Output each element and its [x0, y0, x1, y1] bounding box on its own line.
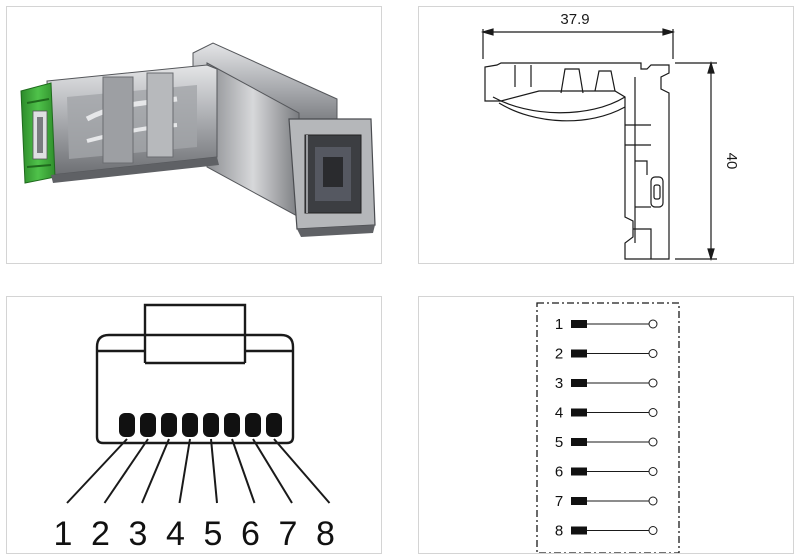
wiring-terminal-block [571, 379, 587, 387]
connector-photo [20, 42, 376, 237]
wiring-terminal-block [571, 349, 587, 358]
wiring-contact-point [648, 408, 658, 417]
plug-pin-number-2: 2 [91, 515, 110, 553]
width-dimension-label: 37.9 [560, 11, 589, 28]
wiring-diagram: 1 2 3 4 5 6 7 8 [536, 302, 680, 553]
plug-leader-1 [66, 438, 128, 504]
wiring-pin-number-1: 1 [555, 316, 563, 333]
wiring-terminal-block [571, 497, 587, 505]
wiring-row-3: 3 [555, 375, 658, 392]
plug-contact-2 [140, 413, 156, 437]
wiring-contact-point [648, 526, 658, 535]
plug-pin-number-7: 7 [279, 515, 298, 553]
plug-leader-7 [252, 438, 293, 504]
wiring-pin-number-3: 3 [555, 375, 563, 392]
plug-body-outline [95, 333, 295, 445]
wiring-row-1: 1 [555, 316, 658, 333]
wiring-pin-number-5: 5 [555, 434, 563, 451]
plug-contact-5 [203, 413, 219, 437]
wiring-row-8: 8 [555, 523, 658, 540]
plug-leader-5 [210, 438, 218, 504]
plug-leader-8 [273, 438, 331, 504]
plug-pin-number-4: 4 [166, 515, 185, 553]
plug-contact-1 [119, 413, 135, 437]
wiring-terminal-block [571, 408, 587, 417]
wiring-terminal-block [571, 526, 587, 535]
plug-latch-tab [143, 303, 247, 335]
wiring-terminal-block [571, 438, 587, 446]
wiring-pin-number-2: 2 [555, 346, 563, 363]
plug-pin-number-5: 5 [204, 515, 223, 553]
wiring-contact-point [648, 496, 658, 506]
wiring-pin-number-8: 8 [555, 523, 563, 540]
plug-leader-6 [231, 438, 256, 504]
product-photo-panel [6, 6, 382, 264]
wiring-row-2: 2 [555, 346, 658, 363]
plug-contact-4 [182, 413, 198, 437]
wiring-diagram-panel: 1 2 3 4 5 6 7 8 [418, 296, 794, 554]
wiring-row-7: 7 [555, 493, 658, 510]
plug-pin-number-3: 3 [129, 515, 148, 553]
wiring-row-4: 4 [555, 405, 658, 422]
plug-pin-number-1: 1 [54, 515, 73, 553]
dimension-drawing-panel: 37.9 40 [418, 6, 794, 264]
wiring-contact-point [648, 378, 658, 388]
wiring-contact-point [648, 349, 658, 358]
plug-pin-number-6: 6 [241, 515, 260, 553]
wiring-pin-number-6: 6 [555, 464, 563, 481]
wiring-contact-point [648, 319, 658, 329]
plug-contact-7 [245, 413, 261, 437]
wiring-pin-number-4: 4 [555, 405, 563, 422]
wiring-row-6: 6 [555, 464, 658, 481]
wiring-contact-point [648, 467, 658, 476]
plug-contact-6 [224, 413, 240, 437]
plug-leader-3 [141, 438, 170, 504]
dimension-drawing: 37.9 40 [480, 11, 740, 262]
wiring-terminal-block [571, 320, 587, 328]
plug-pin-number-8: 8 [316, 515, 335, 553]
plug-contact-3 [161, 413, 177, 437]
wiring-boundary-frame [536, 302, 680, 553]
wiring-pin-number-7: 7 [555, 493, 563, 510]
height-dimension-label: 40 [723, 153, 740, 170]
plug-contact-8 [266, 413, 282, 437]
wiring-row-5: 5 [555, 434, 658, 451]
wiring-contact-point [648, 437, 658, 447]
wiring-terminal-block [571, 467, 587, 476]
plug-leader-4 [178, 438, 191, 504]
plug-leader-2 [103, 438, 149, 504]
